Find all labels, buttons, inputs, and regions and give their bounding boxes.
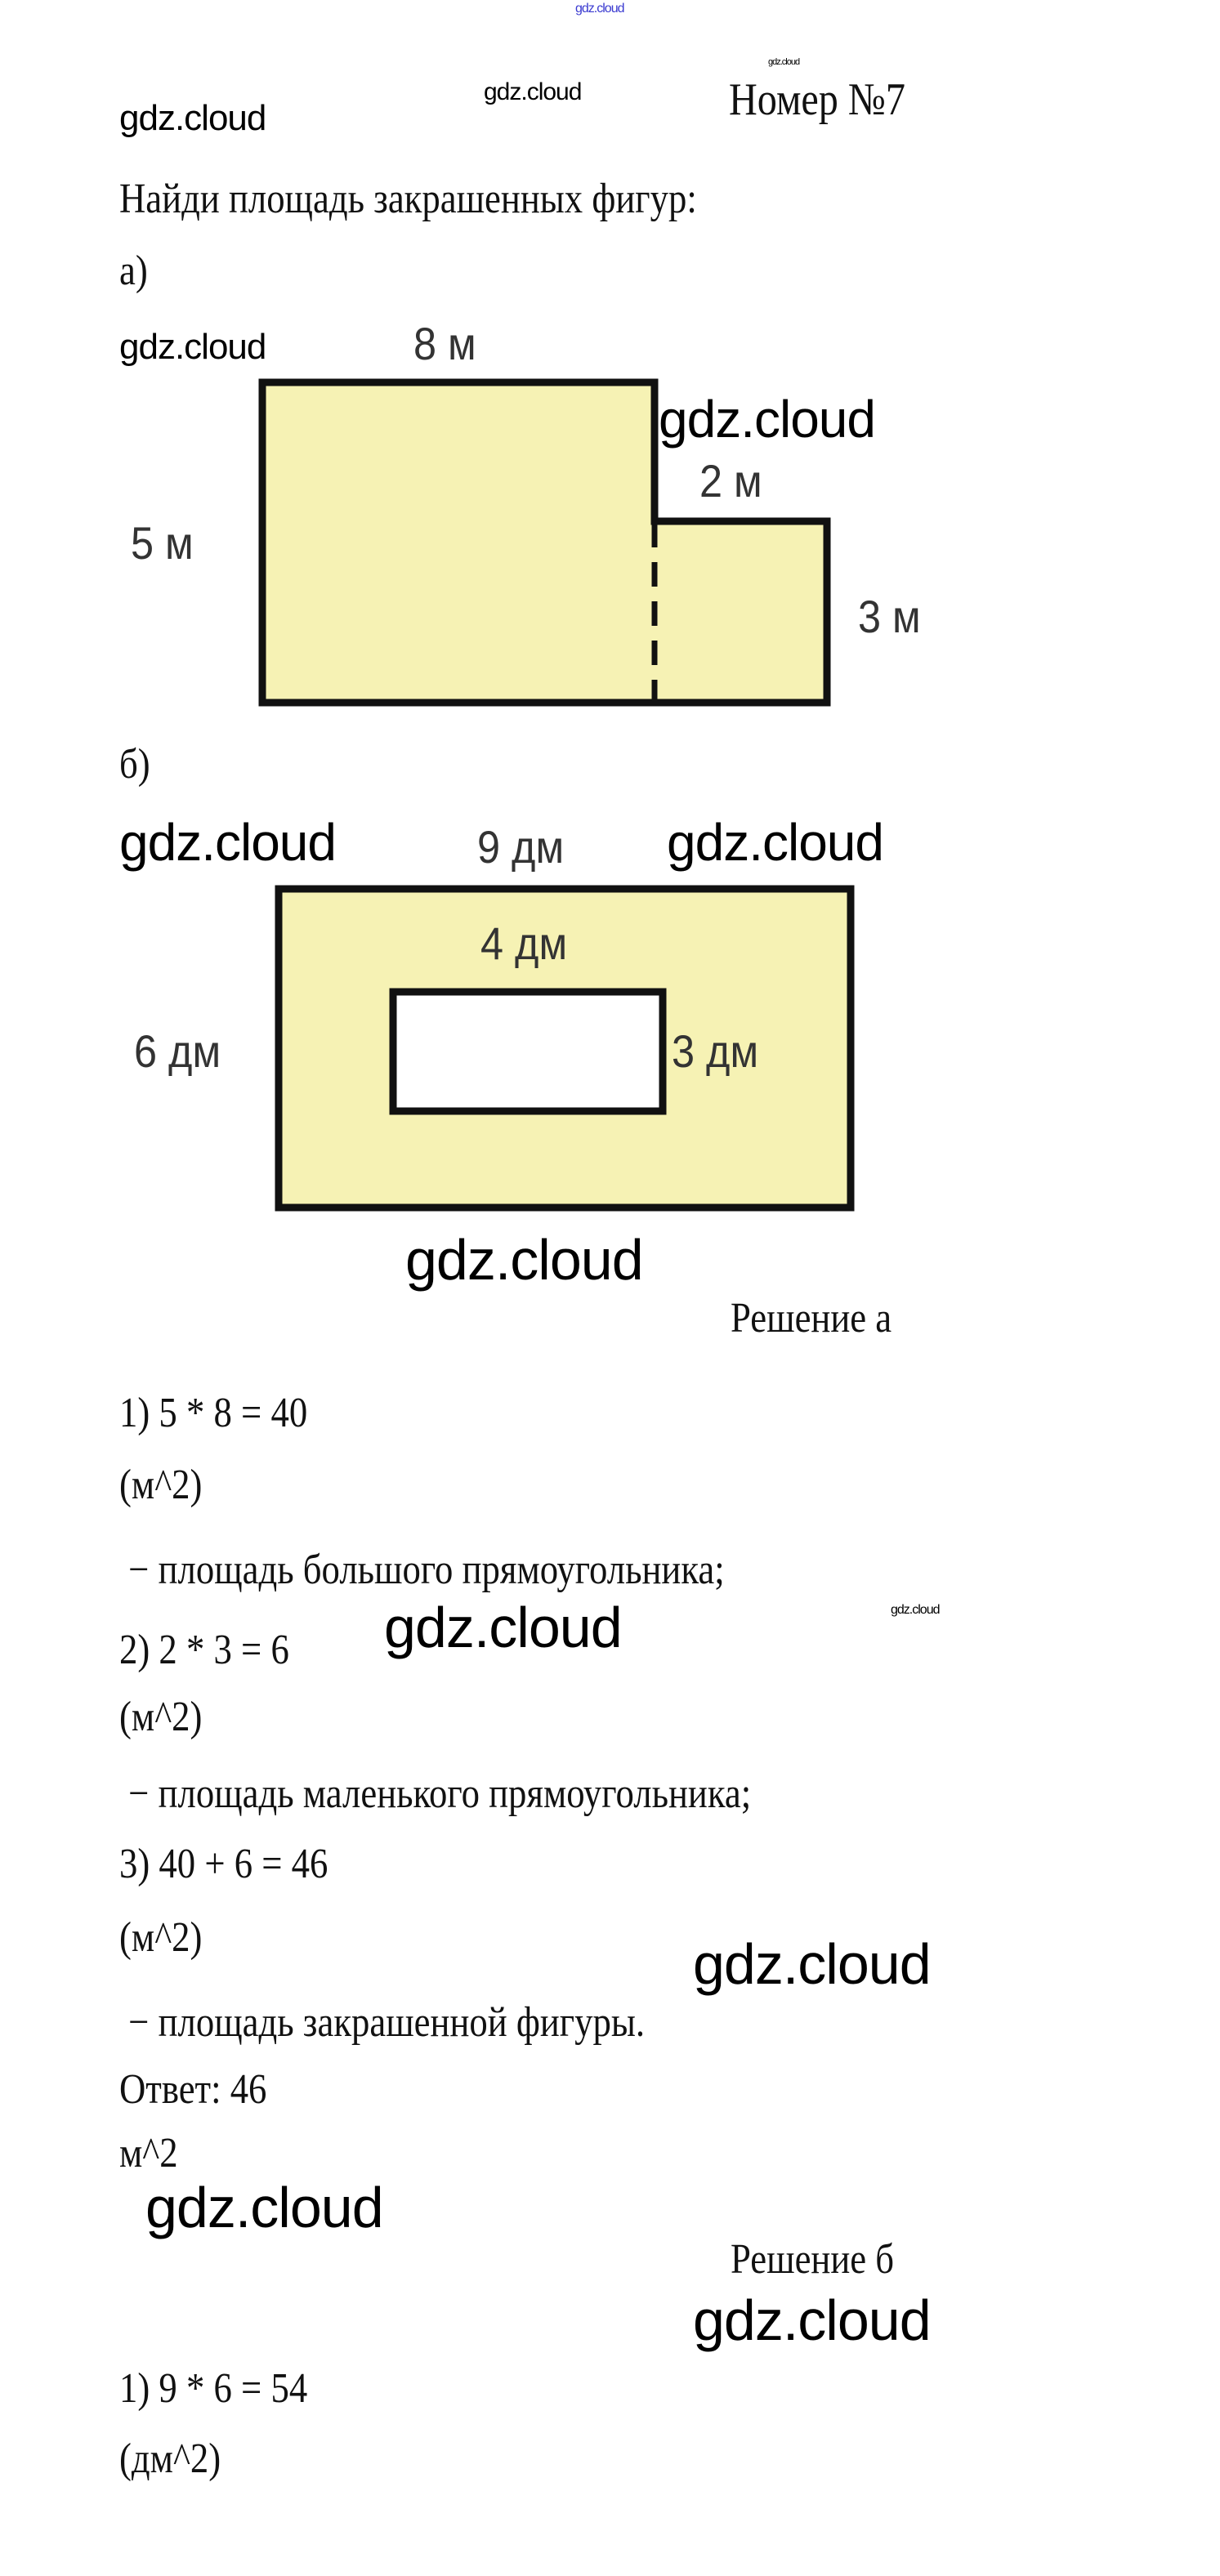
- solution-line: − площадь закрашенной фигуры.: [119, 1999, 646, 2046]
- solution-line: − площадь большого прямоугольника;: [119, 1547, 725, 1593]
- solution-line: 2) 2 * 3 = 6: [119, 1627, 289, 1673]
- watermark: gdz.cloud: [693, 1932, 932, 1996]
- answer-a-unit: м^2: [119, 2130, 178, 2176]
- solution-b-title: Решение б: [731, 2236, 895, 2283]
- solution-line: (м^2): [119, 1914, 203, 1961]
- watermark: gdz.cloud: [667, 813, 884, 872]
- watermark: gdz.cloud: [575, 2, 624, 16]
- figure-a-left-label: 5 м: [131, 517, 194, 569]
- solution-line: (дм^2): [119, 2435, 221, 2482]
- problem-number: Номер №7: [729, 74, 905, 125]
- solution-line: 3) 40 + 6 = 46: [119, 1841, 328, 1887]
- watermark: gdz.cloud: [119, 98, 266, 138]
- watermark: gdz.cloud: [405, 1228, 644, 1292]
- solution-line: 1) 9 * 6 = 54: [119, 2365, 308, 2412]
- figure-a-step-label: 2 м: [699, 455, 762, 507]
- watermark: gdz.cloud: [484, 78, 582, 105]
- solution-line: (м^2): [119, 1694, 203, 1740]
- watermark: gdz.cloud: [119, 813, 337, 872]
- watermark: gdz.cloud: [768, 57, 800, 67]
- solution-line: − площадь маленького прямоугольника;: [119, 1770, 752, 1817]
- task-prompt: Найди площадь закрашенных фигур:: [119, 176, 697, 222]
- figure-b-inner-hole: [389, 988, 667, 1115]
- figure-b-top-label: 9 дм: [477, 821, 565, 873]
- part-a-label: а): [119, 248, 148, 294]
- watermark: gdz.cloud: [119, 327, 266, 367]
- figure-a-top-label: 8 м: [413, 318, 476, 369]
- solution-line: 1) 5 * 8 = 40: [119, 1390, 308, 1436]
- figure-b-inner-right-label: 3 дм: [672, 1025, 759, 1077]
- watermark: gdz.cloud: [693, 2288, 932, 2352]
- part-b-label: б): [119, 741, 150, 788]
- watermark: gdz.cloud: [145, 2176, 384, 2239]
- figure-a-polygon: [258, 378, 831, 707]
- watermark: gdz.cloud: [659, 390, 876, 449]
- answer-a: Ответ: 46: [119, 2066, 267, 2113]
- watermark: gdz.cloud: [384, 1596, 623, 1659]
- figure-a-right-label: 3 м: [858, 591, 921, 642]
- figure-b-left-label: 6 дм: [134, 1025, 221, 1077]
- solution-a-title: Решение а: [731, 1295, 892, 1342]
- watermark: gdz.cloud: [891, 1603, 940, 1617]
- solution-line: (м^2): [119, 1462, 203, 1508]
- figure-b-inner-top-label: 4 дм: [480, 917, 568, 969]
